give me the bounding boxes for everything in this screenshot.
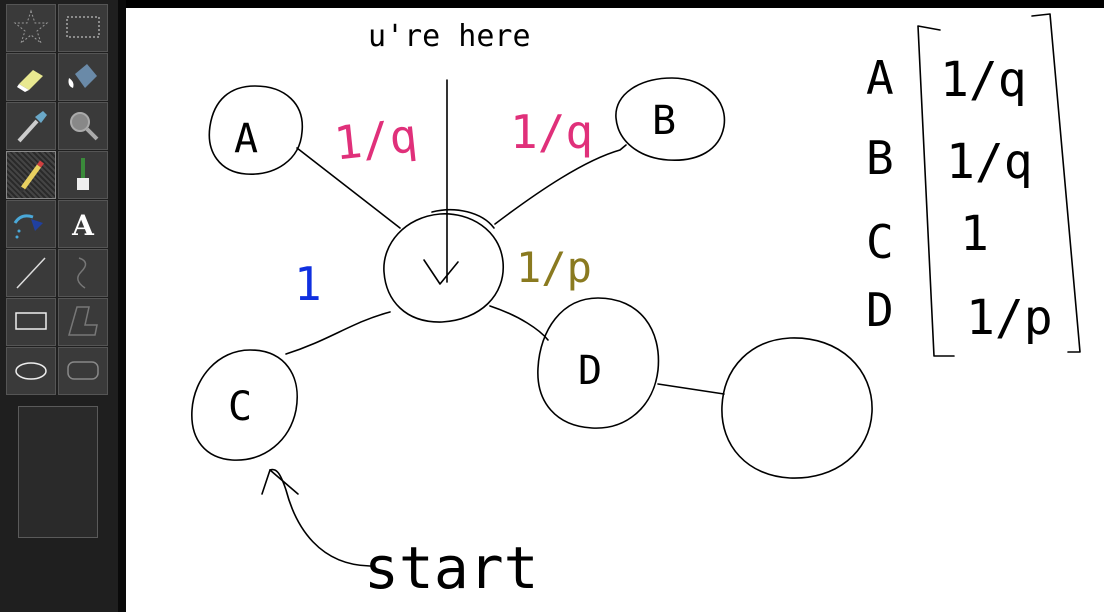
matrix-left-bracket	[917, 25, 955, 357]
matrix-right-bracket	[1031, 13, 1081, 353]
node-d-label: D	[578, 348, 602, 394]
brush-tool[interactable]	[58, 151, 108, 199]
note-you-are-here: u're here	[368, 19, 531, 54]
arrow-down-head	[423, 259, 459, 285]
rounded-rectangle-icon	[67, 361, 99, 380]
text-tool[interactable]: A	[58, 200, 108, 248]
node-a	[208, 85, 304, 175]
toolbox: A	[0, 0, 118, 612]
drawing-canvas[interactable]: u're here A B C D 1/q 1/q 1 1/p	[126, 8, 1104, 612]
start-arrow	[269, 468, 371, 567]
pencil-icon	[19, 160, 44, 193]
rectangle-select-icon	[66, 16, 100, 38]
fill-bucket-tool[interactable]	[58, 53, 108, 101]
edge-label-center-b: 1/q	[510, 105, 593, 159]
edge-label-center-d: 1/p	[516, 243, 592, 292]
start-arrowhead	[261, 469, 299, 495]
eraser-tool[interactable]	[6, 53, 56, 101]
text-tool-glyph: A	[71, 209, 95, 242]
rectangle-icon	[15, 312, 47, 330]
rounded-rectangle-tool[interactable]	[58, 347, 108, 395]
tool-grid: A	[6, 4, 110, 395]
matrix-row-c-label: C	[866, 215, 894, 269]
edge-center-d	[489, 305, 549, 341]
matrix-row-d-label: D	[866, 283, 894, 337]
rectangle-select-tool[interactable]	[58, 4, 108, 52]
edge-d-unlabeled	[657, 383, 725, 395]
line-icon	[16, 257, 46, 289]
text-icon: A	[71, 209, 95, 242]
node-center-overdraw	[431, 208, 495, 229]
curve-icon	[77, 257, 87, 289]
node-a-label: A	[234, 116, 258, 162]
note-start: start	[364, 534, 539, 602]
node-center	[383, 213, 504, 323]
fill-bucket-icon	[68, 64, 97, 88]
free-select-tool[interactable]	[6, 4, 56, 52]
airbrush-tool[interactable]	[6, 200, 56, 248]
edge-center-b	[494, 144, 627, 225]
node-c-label: C	[228, 384, 252, 430]
node-b-label: B	[652, 98, 676, 144]
line-tool[interactable]	[6, 249, 56, 297]
edge-a-center	[296, 147, 401, 229]
node-unlabeled	[721, 337, 873, 479]
matrix-row-a-label: A	[866, 51, 894, 105]
edge-c-center	[285, 311, 391, 355]
color-picker-icon	[17, 111, 47, 143]
ellipse-tool[interactable]	[6, 347, 56, 395]
edge-label-c-center: 1	[294, 257, 322, 311]
magnifier-tool[interactable]	[58, 102, 108, 150]
canvas-drawing: u're here A B C D 1/q 1/q 1 1/p	[191, 13, 1081, 602]
pencil-tool[interactable]	[6, 151, 56, 199]
airbrush-icon	[13, 214, 43, 239]
rectangle-tool[interactable]	[6, 298, 56, 346]
matrix-row-b-value: 1/q	[946, 134, 1033, 190]
matrix-row-d-value: 1/p	[966, 290, 1053, 346]
eraser-icon	[17, 70, 43, 92]
polygon-tool[interactable]	[58, 298, 108, 346]
ellipse-icon	[15, 362, 47, 380]
free-select-icon	[13, 9, 49, 45]
color-picker-tool[interactable]	[6, 102, 56, 150]
node-b	[615, 77, 726, 161]
tool-options-panel[interactable]	[18, 406, 98, 538]
node-c	[191, 349, 298, 461]
polygon-icon	[68, 306, 98, 336]
curve-tool[interactable]	[58, 249, 108, 297]
brush-icon	[77, 158, 89, 190]
toolbox-divider	[118, 0, 126, 612]
matrix-row-a-value: 1/q	[940, 52, 1027, 108]
matrix-row-b-label: B	[866, 131, 894, 185]
edge-label-a-center: 1/q	[331, 108, 419, 170]
matrix-row-c-value: 1	[960, 206, 989, 262]
magnifier-icon	[70, 112, 99, 141]
